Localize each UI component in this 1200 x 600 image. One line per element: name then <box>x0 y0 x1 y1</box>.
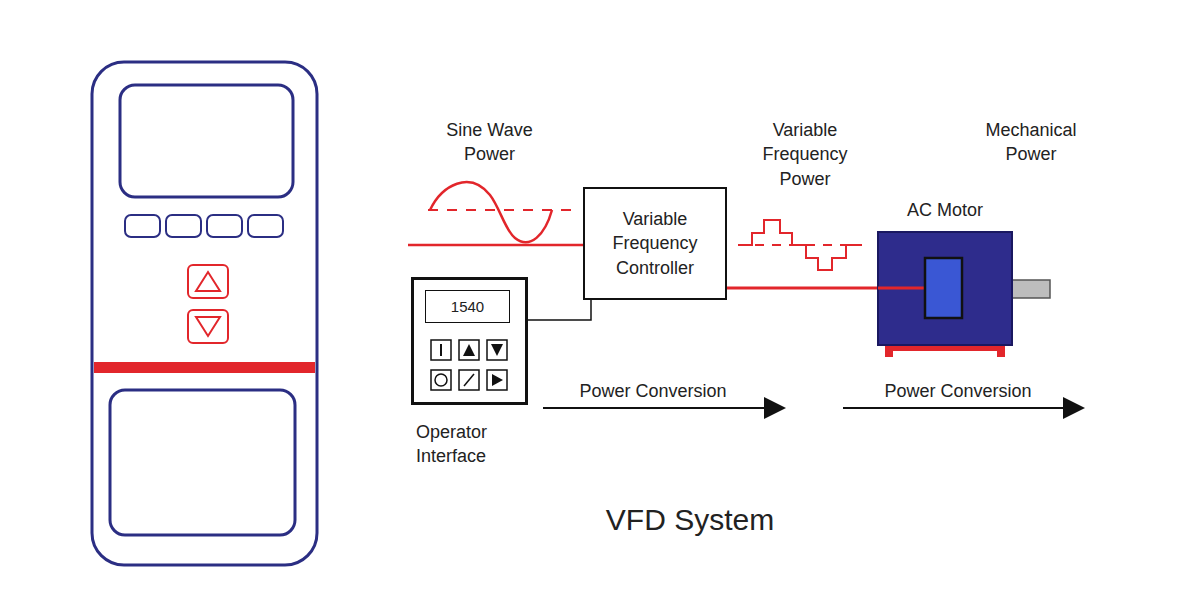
device-button <box>248 215 283 237</box>
node-heading: AC Motor <box>858 200 1032 221</box>
device-lower-panel <box>110 390 295 535</box>
motor-feet <box>885 345 1005 357</box>
device-button <box>207 215 242 237</box>
sine-curve <box>430 182 552 242</box>
motor-rotor <box>925 258 962 318</box>
signal-label: Mechanical Power <box>968 118 1094 167</box>
motor-illustration <box>878 232 1012 345</box>
signal-label: Sine Wave Power <box>432 118 547 167</box>
arrow-head <box>1063 397 1085 419</box>
device-screen <box>120 85 293 197</box>
node-heading: Operator Interface <box>416 420 526 469</box>
connector <box>528 300 591 320</box>
device-button <box>125 215 160 237</box>
vfd-device <box>92 62 317 565</box>
device-button <box>166 215 201 237</box>
up-arrow <box>196 272 220 291</box>
connector <box>727 287 878 290</box>
down-button <box>188 310 228 343</box>
display-value: 1540 <box>425 290 510 323</box>
keypad-key <box>431 340 451 360</box>
stepped-curve <box>740 220 858 270</box>
motor-body <box>878 232 1012 345</box>
controller-box: Variable Frequency Controller <box>583 187 727 300</box>
keypad-key <box>487 340 507 360</box>
ac-motor: AC Motor <box>878 232 1012 345</box>
down-arrow <box>196 317 220 336</box>
keypad-key <box>487 370 507 390</box>
keypad-key <box>459 340 479 360</box>
red-band <box>94 362 315 373</box>
motor-lead <box>878 287 925 290</box>
operator-keypad: 1540Operator Interface <box>411 277 528 405</box>
arrow-head <box>764 397 786 419</box>
keypad-key <box>459 370 479 390</box>
device-housing <box>92 62 317 565</box>
caption: VFD System <box>490 500 890 541</box>
box-label: Variable Frequency Controller <box>585 203 725 284</box>
arrow-line <box>543 407 768 409</box>
up-button <box>188 265 228 298</box>
sine-wave <box>408 182 583 245</box>
key-symbols <box>435 344 503 386</box>
supply-line <box>408 244 583 247</box>
motor-shaft <box>1012 280 1050 298</box>
arrow-label: Power Conversion <box>548 379 758 403</box>
arrow-line <box>843 407 1066 409</box>
stepped-wave <box>738 220 862 270</box>
keypad-key <box>431 370 451 390</box>
signal-label: Variable Frequency Power <box>742 118 868 191</box>
arrow-label: Power Conversion <box>853 379 1063 403</box>
